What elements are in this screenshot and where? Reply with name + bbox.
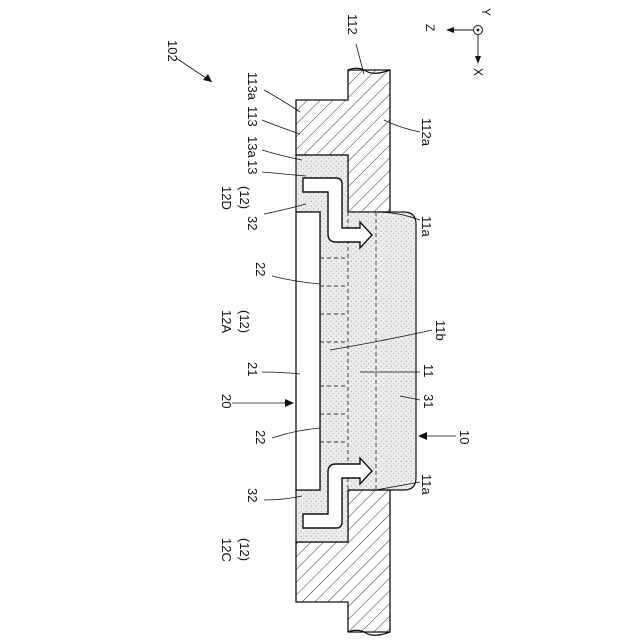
label-12A-sub: (12)	[237, 310, 252, 333]
label-112: 112	[345, 14, 360, 35]
module-plate-21	[296, 212, 320, 490]
label-11a-bottom: 11a	[419, 474, 434, 495]
label-12C-sub: (12)	[237, 538, 252, 561]
label-12D-sub: (12)	[237, 186, 252, 209]
label-assembly-102: 102	[165, 40, 180, 62]
label-11: 11	[421, 364, 436, 378]
label-12A: 12A	[219, 310, 234, 333]
label-10: 10	[457, 430, 472, 444]
label-113a: 113a	[245, 72, 260, 101]
label-22-top: 22	[253, 262, 268, 276]
label-112a: 112a	[419, 118, 434, 147]
label-11b: 11b	[433, 320, 448, 341]
axis-label-x: X	[471, 68, 485, 76]
axis-label-y: Y	[479, 8, 493, 16]
label-22-bottom: 22	[253, 430, 268, 444]
label-12C: 12C	[219, 538, 234, 562]
axis-indicator	[446, 26, 483, 65]
label-12D: 12D	[219, 186, 234, 210]
label-21: 21	[245, 362, 260, 376]
label-31: 31	[421, 394, 436, 408]
label-113: 113	[245, 106, 260, 127]
label-13a: 13a	[245, 136, 260, 158]
label-13: 13	[245, 160, 260, 174]
axis-label-z: Z	[423, 24, 437, 31]
label-20: 20	[219, 394, 234, 408]
label-32-bottom: 32	[245, 488, 260, 502]
label-32-top: 32	[245, 216, 260, 230]
label-11a-top: 11a	[419, 216, 434, 237]
